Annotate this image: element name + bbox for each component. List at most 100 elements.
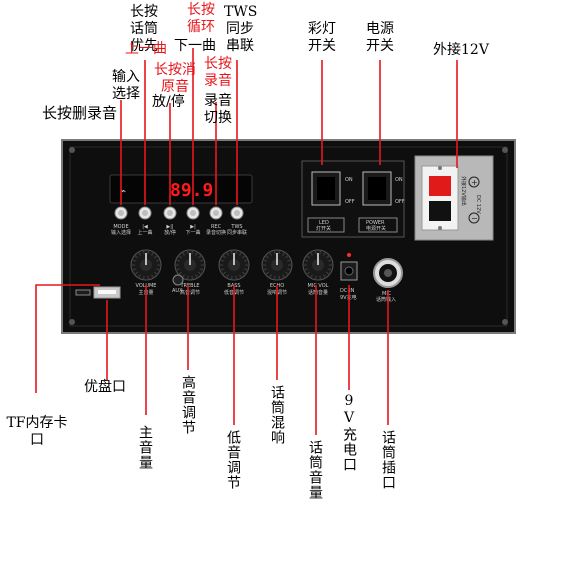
knob-grip [322, 251, 327, 256]
panel-button-cap [118, 210, 124, 216]
label-long-press-loop: 长按循环 [187, 2, 215, 35]
label-tws-sync: TWS同步串联 [224, 4, 258, 54]
label-play-pause: 放/停 [152, 94, 185, 110]
led-switch-label: LED [319, 220, 329, 226]
knob-grip [178, 271, 182, 276]
knob-grip [328, 268, 333, 271]
knob-grip [219, 268, 224, 271]
knob-grip [175, 259, 180, 262]
panel-button-label-cn: 下一曲 [185, 229, 200, 236]
knob-grip [242, 271, 246, 276]
knob-grip [137, 251, 142, 256]
aux-jack[interactable] [172, 274, 184, 286]
terminal-red-clip[interactable] [429, 176, 451, 196]
knob-grip [198, 271, 202, 276]
label-power-switch: 电源开关 [366, 21, 394, 54]
panel-button-label: ▶| [190, 224, 196, 230]
label-long-press-record: 长按录音 [204, 56, 232, 89]
knob-grip [142, 275, 145, 280]
knob-grip [265, 254, 269, 259]
knob-grip [306, 271, 310, 276]
knob-grip [303, 268, 308, 271]
led-switch-label-cn: 灯开关 [316, 225, 331, 232]
knob-grip [191, 275, 194, 280]
knob-grip [150, 251, 155, 256]
knob-grip [156, 268, 161, 271]
knob-grip [287, 259, 292, 262]
knob-grip [268, 274, 273, 279]
knob-grip [230, 275, 233, 280]
knob-grip [186, 250, 189, 255]
knob-grip [134, 254, 138, 259]
knob-grip [244, 268, 249, 271]
knob-grip [244, 259, 249, 262]
terminal-screw [438, 226, 442, 230]
label-charge-9v: 9V充电口 [341, 393, 357, 472]
panel-button-label: |◀ [142, 224, 148, 230]
callout-lines [35, 48, 458, 435]
knob-grip [175, 268, 180, 271]
label-usb-port: 优盘口 [84, 379, 126, 395]
terminal-minus-icon [468, 212, 480, 224]
panel-button-cap [190, 210, 196, 216]
terminal-dc-label: DC 12V [475, 195, 481, 214]
knob-grip [278, 275, 281, 280]
knob-grip [194, 251, 199, 256]
panel-button-label: MODE [113, 224, 128, 230]
power-switch-label-cn: 电源开关 [366, 225, 386, 232]
mic-label-cn: 话筒输入 [376, 296, 396, 303]
power-switch-rocker [368, 177, 386, 200]
label-main-volume: 主音量 [137, 425, 153, 470]
panel-button-cap [213, 210, 219, 216]
knob-grip [147, 275, 150, 280]
knob-grip [262, 259, 267, 262]
label-long-press-mic-priority: 长按话筒优先 [130, 4, 158, 54]
screw [502, 147, 508, 153]
dc-jack-hole [344, 266, 354, 276]
knob-grip [219, 259, 224, 262]
label-led-switch: 彩灯开关 [308, 21, 336, 54]
label-long-press-vocal-cut: 长按消原音 [154, 62, 196, 95]
panel-button-label-cn: 同步串联 [227, 229, 247, 236]
mic-label: MIC [382, 291, 392, 297]
knob-grip [194, 274, 199, 279]
knob-grip [306, 254, 310, 259]
knob-grip [262, 268, 267, 271]
tf-slot[interactable] [75, 289, 91, 296]
mic-jack-hole [384, 269, 392, 277]
terminal-screw [438, 166, 442, 170]
knob-grip [222, 254, 226, 259]
usb-indicator-icon: ⌁ [120, 186, 126, 197]
knob-grip [191, 250, 194, 255]
knob-grip [319, 250, 322, 255]
label-external-12v: 外接12V [433, 42, 489, 58]
knob-grip [230, 250, 233, 255]
screw [69, 319, 75, 325]
screw [502, 319, 508, 325]
dc-label: DC-IN [340, 288, 355, 294]
knob-grip [314, 250, 317, 255]
knob-grip [134, 271, 138, 276]
label-rec-switch: 录音切换 [204, 93, 232, 126]
knob-grip [181, 251, 186, 256]
label-prev-track: 上一曲 [125, 41, 167, 57]
knob-grip [268, 251, 273, 256]
knob-label-cn: 高音调节 [180, 289, 200, 296]
terminal-plus: + [471, 178, 478, 187]
knob-label-cn: 话筒音量 [308, 289, 328, 296]
label-mic-jack: 话筒插口 [380, 430, 396, 490]
panel-button-label: REC [211, 224, 222, 230]
label-echo: 话筒混响 [269, 385, 285, 445]
led-switch-off: OFF [345, 199, 355, 205]
label-long-press-delete-recording: 长按删录音 [42, 104, 118, 122]
terminal-black-clip[interactable] [429, 201, 451, 221]
label-treble: 高音调节 [180, 375, 196, 435]
panel-button-label: ▶|| [166, 224, 174, 230]
panel-button-label-cn: 录音切换 [206, 229, 226, 236]
knob-grip [285, 254, 289, 259]
knob-grip [131, 268, 136, 271]
knob-grip [285, 271, 289, 276]
led-switch-label-box [307, 217, 345, 233]
callout-line [35, 284, 100, 393]
